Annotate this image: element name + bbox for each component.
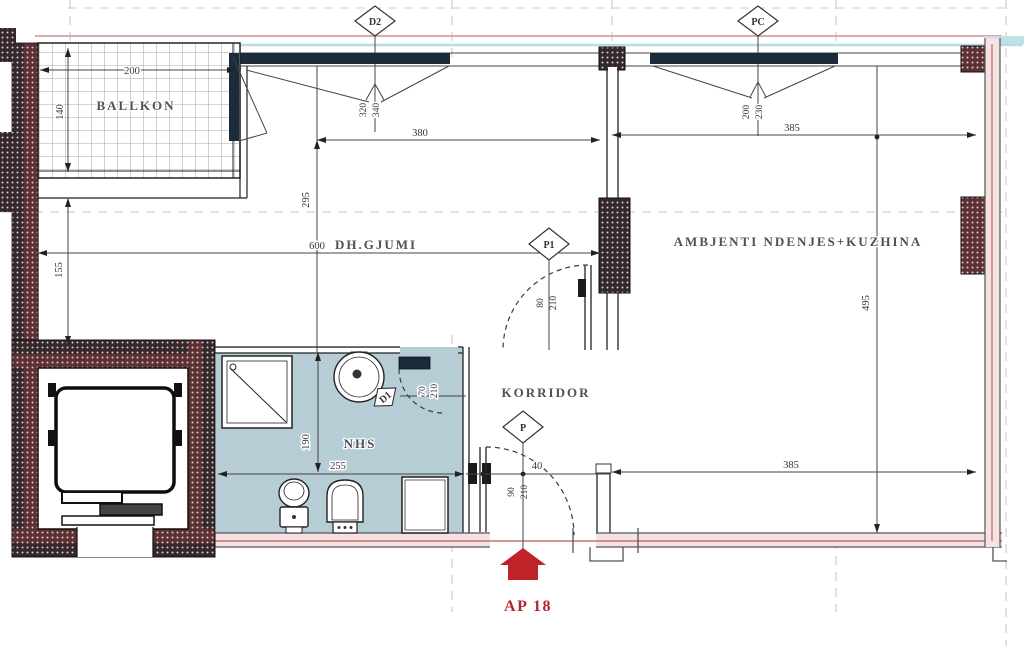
door-p1-swing (502, 264, 589, 351)
tag-door-bathroom-diamond: D1 (373, 387, 397, 407)
window-living-glazing (650, 53, 838, 64)
dim-door-d1-w: 70 (418, 386, 428, 396)
tag-window-living: PC (751, 17, 764, 28)
sink-drain (352, 369, 362, 379)
facade-top (35, 35, 1024, 136)
dim-win2-h: 230 (755, 105, 765, 120)
column-middle (598, 197, 631, 294)
dim-bedroom-total: 600 (309, 241, 325, 252)
wall-left (0, 28, 39, 558)
doors (398, 264, 592, 536)
tag-window-bedroom-diamond (354, 5, 396, 37)
dimension-labels: 200 140 380 385 295 600 155 495 190 255 … (53, 65, 874, 501)
window-bedroom-opening-symbol (230, 65, 450, 103)
exterior-corridor-lines (572, 528, 1007, 562)
door-d1-leaf (398, 356, 431, 370)
dim-bath-width: 255 (330, 461, 346, 472)
corridor-label: KORRIDOR (502, 385, 591, 400)
window-bedroom-glazing (228, 53, 450, 64)
dim-win1-h: 340 (372, 103, 382, 118)
tag-door-entrance-diamond (502, 410, 544, 444)
door-p1-leaf (584, 265, 592, 350)
dim-entry-offset: 40 (532, 461, 543, 472)
elevator-car (54, 386, 176, 494)
wall-bottom (215, 463, 1002, 549)
toilet (278, 478, 310, 534)
tag-door-bedroom-diamond (528, 227, 570, 261)
door-p1-hinge (578, 279, 586, 297)
wall-stub-topleft (0, 28, 16, 62)
dim-living-width-bottom: 385 (783, 460, 799, 471)
door-p-leaf (479, 447, 487, 532)
dimension-lines (38, 48, 976, 533)
entrance-arrow-icon (500, 548, 546, 580)
bathroom-fixtures (221, 351, 449, 534)
dim-door-d1-h: 210 (430, 384, 440, 399)
tag-window-bedroom: D2 (369, 17, 381, 28)
balcony: BALLKON (37, 42, 268, 199)
column-top-middle (598, 46, 626, 71)
dim-balcony-depth: 140 (55, 104, 66, 120)
dim-win2-w: 200 (742, 105, 752, 120)
shower-drain (229, 363, 237, 371)
dim-door-p-w: 90 (507, 487, 517, 497)
wall-right (984, 38, 1001, 547)
apartment-label: AP 18 (504, 598, 552, 615)
balcony-door-swing (232, 56, 268, 142)
dim-bedroom-axis: 295 (301, 192, 312, 208)
dim-living-width-top: 385 (784, 123, 800, 134)
window-center-stems (374, 64, 759, 136)
tag-door-bedroom: P1 (543, 240, 554, 251)
door-p-swing (485, 446, 575, 536)
elevator-landing-opening (77, 527, 153, 557)
wall-stub-left (0, 132, 15, 212)
washing-machine (401, 476, 449, 534)
room-labels: DH.GJUMI AMBJENTI NDENJES+KUZHINA KORRID… (334, 233, 923, 453)
bidet (326, 479, 364, 534)
entry-door-opening (490, 530, 596, 549)
dim-win1-w: 320 (359, 103, 369, 118)
dim-bedroom-width: 380 (412, 128, 428, 139)
dim-door-p-h: 210 (520, 485, 530, 500)
dim-living-depth: 495 (861, 295, 872, 311)
elevator-door-panel (99, 503, 163, 516)
facade-teal-corner (985, 36, 1024, 44)
bedroom-label: DH.GJUMI (335, 237, 417, 252)
dim-door-p1-h: 210 (549, 296, 559, 311)
tag-door-entrance: P (520, 423, 526, 434)
balcony-door-leaf (229, 53, 239, 141)
dim-balcony-width: 200 (124, 66, 140, 77)
dim-door-p1-w: 80 (536, 298, 546, 308)
elevator-shaft (11, 339, 216, 558)
bathroom-top-wall (215, 346, 463, 354)
column-top-right (960, 45, 989, 73)
dim-left-segment: 155 (54, 262, 65, 278)
entry-wall-stub (596, 466, 611, 533)
dim-bath-depth: 190 (301, 434, 312, 450)
balcony-label: BALLKON (96, 98, 175, 113)
opening-tags: D2 PC P1 P D1 (354, 5, 779, 552)
elevator-door-panel (61, 515, 155, 526)
window-living-opening-symbol (652, 65, 836, 99)
entrance-marker: AP 18 (500, 548, 552, 615)
bathroom-label: NHS (344, 436, 377, 451)
living-kitchen-label: AMBJENTI NDENJES+KUZHINA (674, 234, 923, 249)
bathroom-east-wall (462, 347, 470, 533)
tag-window-living-diamond (737, 5, 779, 37)
elevator-door-panel (61, 491, 123, 504)
entry-jamb-notch (595, 463, 612, 474)
balcony-grid (37, 42, 241, 179)
